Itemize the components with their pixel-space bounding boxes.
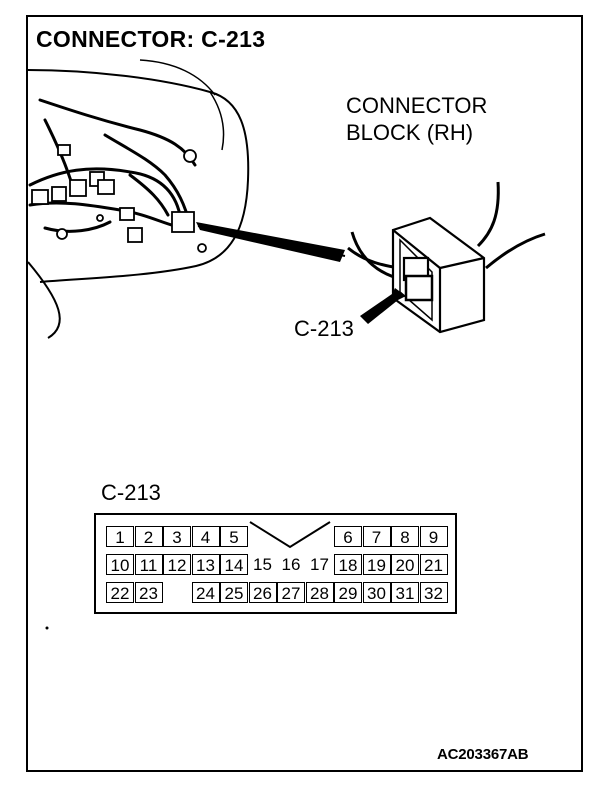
pin-14: 14 [220,554,248,575]
pin-diagram-label: C-213 [101,480,161,505]
pin-22: 22 [106,582,134,603]
pin-12: 12 [163,554,191,575]
wire-harness [28,98,197,233]
pin-25: 25 [220,582,248,603]
pin-27: 27 [277,582,305,603]
pin-28: 28 [305,582,334,603]
pin-8: 8 [391,526,419,547]
pin-11: 11 [134,554,163,575]
pin-7: 7 [362,526,391,547]
pin-1: 1 [106,526,134,547]
pin-3: 3 [163,526,191,547]
pin-18: 18 [334,554,362,575]
pin-16: 16 [281,555,301,574]
pin-20: 20 [391,554,419,575]
pin-19: 19 [362,554,391,575]
pin-30: 30 [362,582,391,603]
connector-block-label-line1: CONNECTOR [346,93,488,118]
connector-block-enlarged [347,181,546,334]
zoom-wedge [196,222,346,262]
harness-connectors [31,144,207,253]
pin-9: 9 [419,526,448,547]
pin-6: 6 [334,526,362,547]
pin-32: 32 [419,582,448,603]
pin-23: 23 [134,582,163,603]
connector-block-label-line2: BLOCK (RH) [346,120,474,145]
pin-17: 17 [310,555,329,574]
pin-29: 29 [334,582,362,603]
callout-arrow [360,288,406,324]
connector-block-label: CONNECTOR BLOCK (RH) [346,92,487,146]
figure-frame [26,15,583,772]
pin-24: 24 [191,582,220,603]
pin-10: 10 [106,554,134,575]
figure-title: CONNECTOR: C-213 [36,26,266,52]
dot-mark [45,626,49,630]
pin-4: 4 [191,526,220,547]
panel-outline [27,59,250,339]
connector-callout-label: C-213 [294,316,354,341]
pin-15: 15 [253,555,272,574]
pin-13: 13 [191,554,220,575]
pin-5: 5 [220,526,248,547]
pin-21: 21 [419,554,448,575]
pin-31: 31 [391,582,419,603]
figure-code: AC203367AB [437,746,529,763]
pin-2: 2 [134,526,163,547]
connector-face [94,513,457,614]
pin-26: 26 [248,582,277,603]
